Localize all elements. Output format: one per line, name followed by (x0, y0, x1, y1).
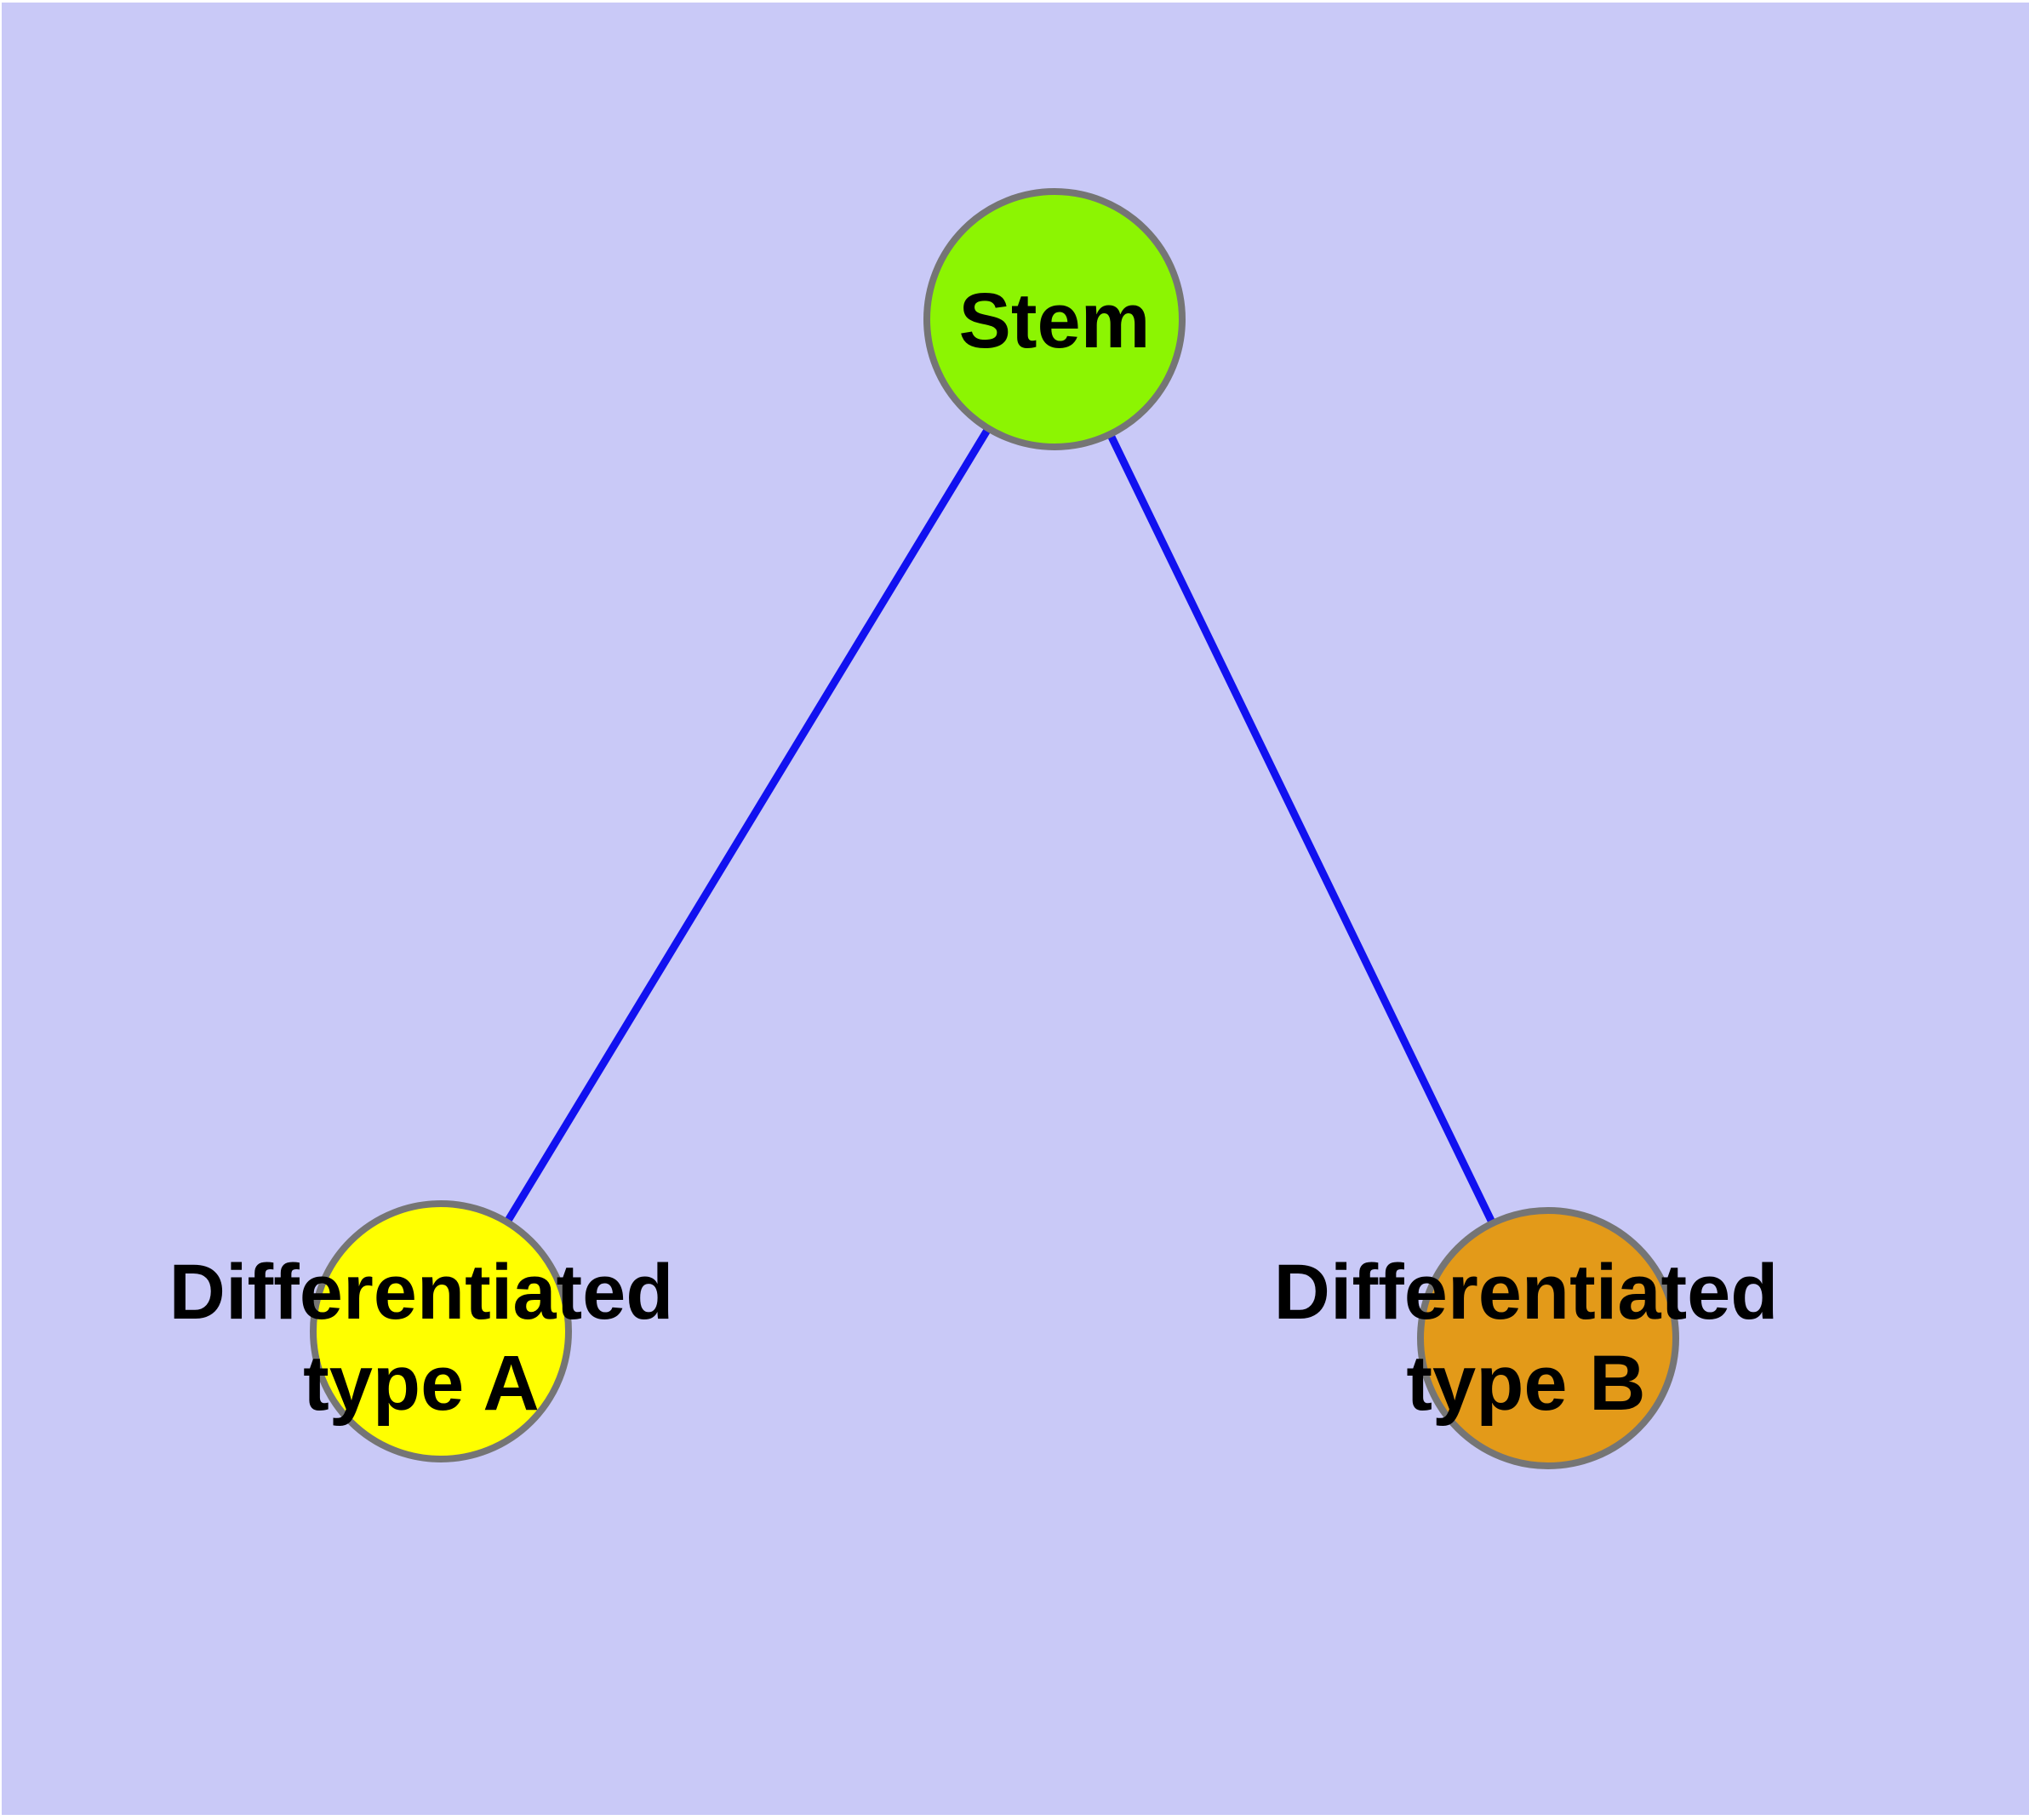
node-stem-circle (923, 188, 1186, 450)
node-type-a-circle (310, 1200, 572, 1462)
node-type-a-label-line-2: type A (303, 1340, 540, 1427)
node-type-b-circle (1417, 1207, 1679, 1469)
edge-stem-to-type-b (1050, 318, 1552, 1340)
node-type-b-label-line-1: Differentiated (1274, 1249, 1779, 1336)
edge-stem-to-type-a (437, 317, 1058, 1334)
node-type-a-label-line-1: Differentiated (169, 1249, 674, 1336)
node-type-b-label-line-2: type B (1406, 1340, 1645, 1427)
node-stem-label: Stem (959, 278, 1151, 364)
